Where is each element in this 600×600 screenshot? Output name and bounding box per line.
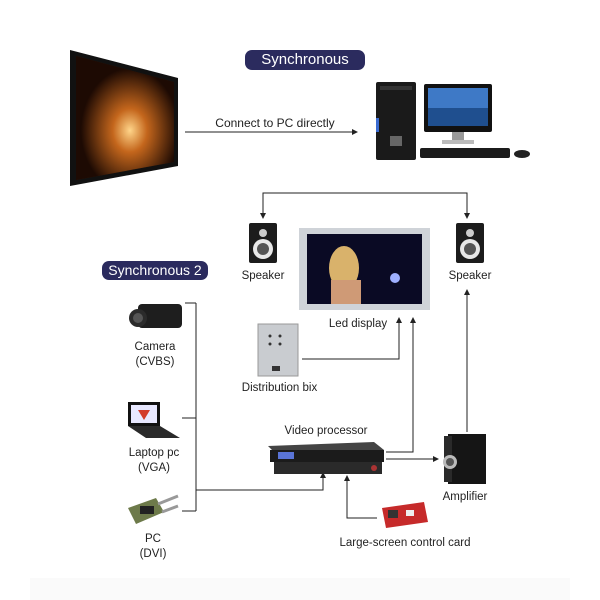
distribution-box-label: Distribution bix <box>241 382 318 394</box>
camera-label-line2: (CVBS) <box>135 356 175 368</box>
video-processor-image <box>264 438 388 478</box>
pc-label-line2: (DVI) <box>139 548 167 560</box>
led-display-image <box>299 228 430 310</box>
speaker-left-label: Speaker <box>241 270 285 282</box>
laptop-label: Laptop pc (VGA) <box>116 446 192 476</box>
amplifier-label: Amplifier <box>442 491 488 503</box>
connection-label: Connect to PC directly <box>215 116 335 130</box>
section-badge-synchronous-2: Synchronous 2 <box>102 261 208 280</box>
led-display-label: Led display <box>328 318 388 330</box>
laptop-label-line2: (VGA) <box>138 462 170 474</box>
control-card-image <box>378 500 430 530</box>
speaker-right-icon <box>454 222 486 264</box>
pc-label-line1: PC <box>145 533 161 545</box>
control-card-label: Large-screen control card <box>339 537 471 549</box>
laptop-image <box>126 400 182 442</box>
camera-image <box>128 300 184 334</box>
pc-label: PC (DVI) <box>118 532 188 562</box>
distribution-box-image <box>256 322 300 378</box>
laptop-label-line1: Laptop pc <box>128 447 180 459</box>
camera-label: Camera (CVBS) <box>120 340 190 370</box>
section-badge-synchronous: Synchronous <box>245 50 365 70</box>
camera-label-line1: Camera <box>134 341 176 353</box>
led-panel-image <box>68 48 180 188</box>
video-processor-label: Video processor <box>284 425 368 437</box>
speaker-left-icon <box>247 222 279 264</box>
amplifier-image <box>442 432 488 486</box>
bottom-band <box>30 578 570 600</box>
desktop-pc-image <box>372 78 537 166</box>
speaker-right-label: Speaker <box>448 270 492 282</box>
dvi-card-image <box>126 494 180 528</box>
